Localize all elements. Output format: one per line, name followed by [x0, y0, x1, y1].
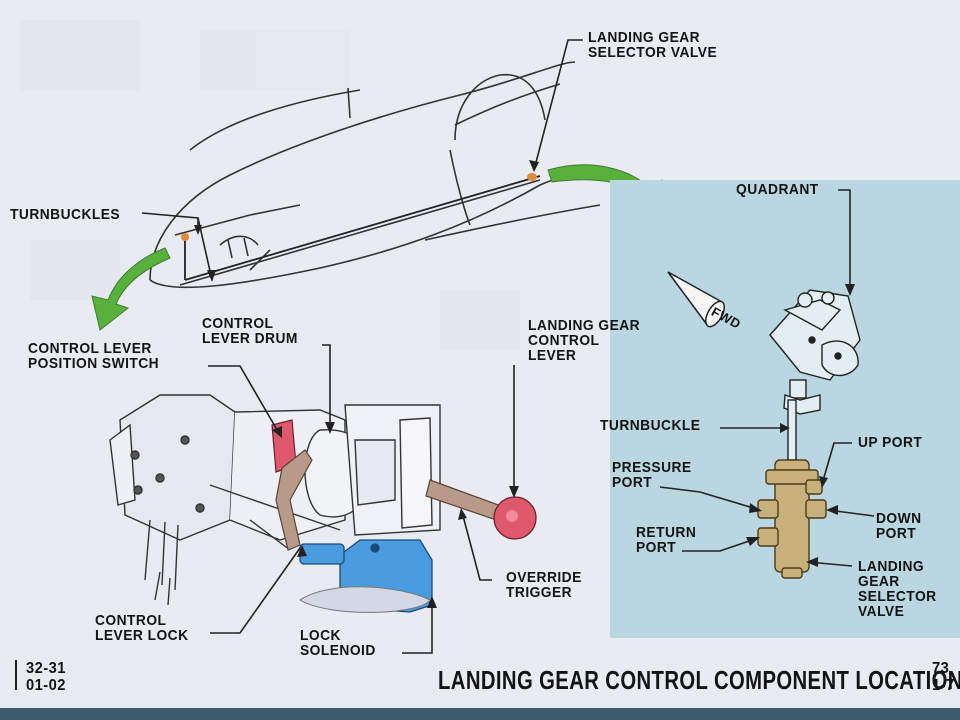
selector-valve-body	[757, 459, 827, 579]
control-lever-assembly	[109, 394, 441, 606]
leader-lines-lower	[208, 344, 515, 654]
label-up-port: UP PORT	[858, 434, 923, 451]
label-turnbuckles: TURNBUCKLES	[10, 206, 121, 223]
label-landing-gear-control-lever: LANDING GEAR CONTROL LEVER	[528, 317, 641, 364]
inset-arrowheads	[746, 284, 855, 567]
figure-code-left-line1: 32-31	[26, 660, 66, 677]
figure-code-right-line1: 73	[932, 660, 950, 677]
control-cable	[184, 175, 541, 281]
label-quadrant: QUADRANT	[736, 181, 819, 198]
bottom-bar	[0, 708, 960, 720]
label-override-trigger: OVERRIDE TRIGGER	[506, 569, 582, 601]
label-control-lever-drum: CONTROL LEVER DRUM	[202, 315, 298, 347]
label-turnbuckle: TURNBUCKLE	[600, 417, 701, 434]
lower-arrowheads	[272, 422, 519, 608]
label-pressure-port: PRESSURE PORT	[612, 459, 692, 491]
label-selector-valve-inset: LANDING GEAR SELECTOR VALVE	[858, 558, 937, 620]
figure-code-left-line2: 01-02	[26, 677, 66, 694]
selector-valve-marker	[527, 173, 537, 181]
label-control-lever-position-switch: CONTROL LEVER POSITION SWITCH	[28, 340, 160, 372]
figure-code-right-line2: 1-7	[932, 677, 955, 694]
quadrant-mechanism	[769, 289, 861, 415]
arrowhead	[529, 160, 539, 172]
label-down-port: DOWN PORT	[876, 510, 922, 542]
label-selector-valve-top: LANDING GEAR SELECTOR VALVE	[588, 29, 718, 61]
fwd-arrow	[667, 271, 726, 328]
control-lever-knob	[493, 496, 537, 540]
label-lock-solenoid: LOCK SOLENOID	[300, 627, 376, 659]
arrowhead	[207, 270, 216, 282]
label-control-lever-lock: CONTROL LEVER LOCK	[95, 612, 189, 644]
label-return-port: RETURN PORT	[636, 524, 697, 556]
lever-rods	[275, 449, 513, 551]
green-arrow-left	[91, 247, 171, 331]
turnbuckle-marker	[181, 233, 189, 241]
turnbuckle-rod	[787, 399, 797, 461]
arrowhead	[194, 225, 202, 235]
solenoid-shadow	[299, 586, 431, 613]
background-texture	[20, 20, 520, 350]
fuselage-outline	[149, 61, 616, 289]
diagram-title: LANDING GEAR CONTROL COMPONENT LOCATION	[438, 665, 960, 695]
